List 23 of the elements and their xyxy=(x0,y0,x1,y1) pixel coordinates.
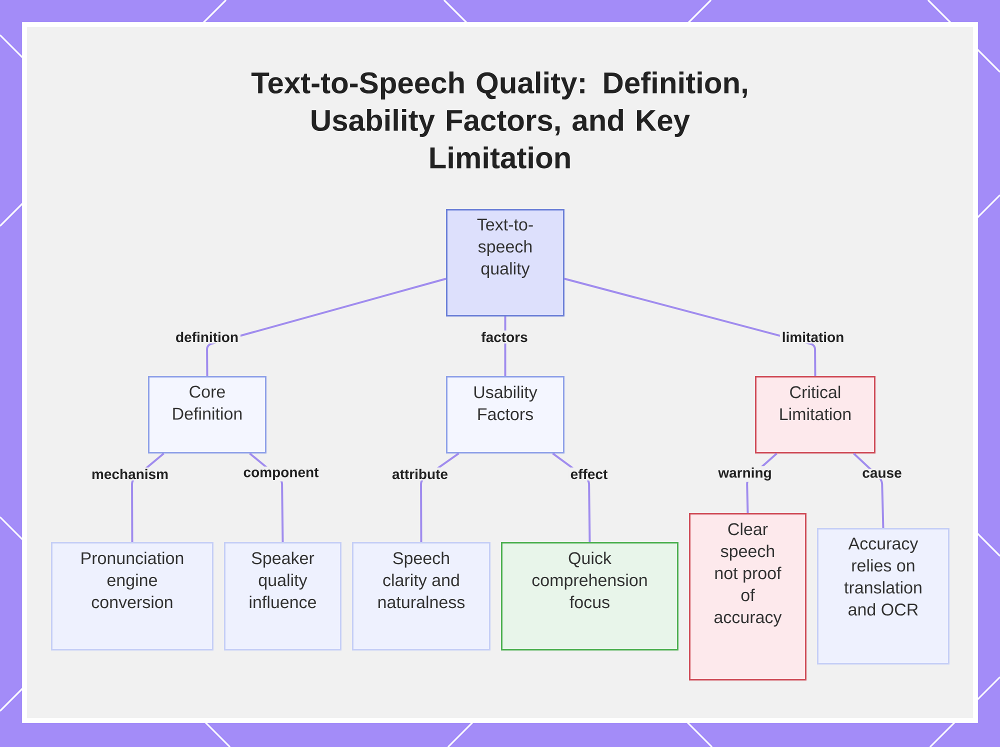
edge-label: cause xyxy=(860,468,904,480)
edge-label: limitation xyxy=(780,330,846,344)
connector xyxy=(564,278,816,376)
edge-label: definition xyxy=(174,330,240,344)
process-box: Clear speech not proof of accuracy xyxy=(689,513,806,680)
process-box: Pronunciation engine conversion xyxy=(51,542,214,650)
title: Text-to-Speech Quality: Definition, Usability Factors, and Key Limitation xyxy=(251,72,747,168)
process-box: Speech clarity and naturalness xyxy=(352,542,490,650)
edge-label: factors xyxy=(479,330,530,344)
process-box: Accuracy relies on translation and OCR xyxy=(817,528,950,664)
edge-label: mechanism xyxy=(89,468,171,480)
edge-label: component xyxy=(241,466,321,482)
process-box: Quick comprehension focus xyxy=(501,542,678,650)
connector xyxy=(853,452,884,528)
edge-label: warning xyxy=(716,466,774,482)
process-box: Usability Factors xyxy=(446,376,564,454)
process-box: Critical Limitation xyxy=(755,376,876,454)
process-box: Core Definition xyxy=(148,376,266,454)
edge-label: attribute xyxy=(390,468,450,480)
edge-label: effect xyxy=(568,468,610,480)
connector xyxy=(206,278,446,376)
process-box: Speaker quality influence xyxy=(224,542,342,650)
process-box: Text-to-speech quality xyxy=(446,209,564,316)
